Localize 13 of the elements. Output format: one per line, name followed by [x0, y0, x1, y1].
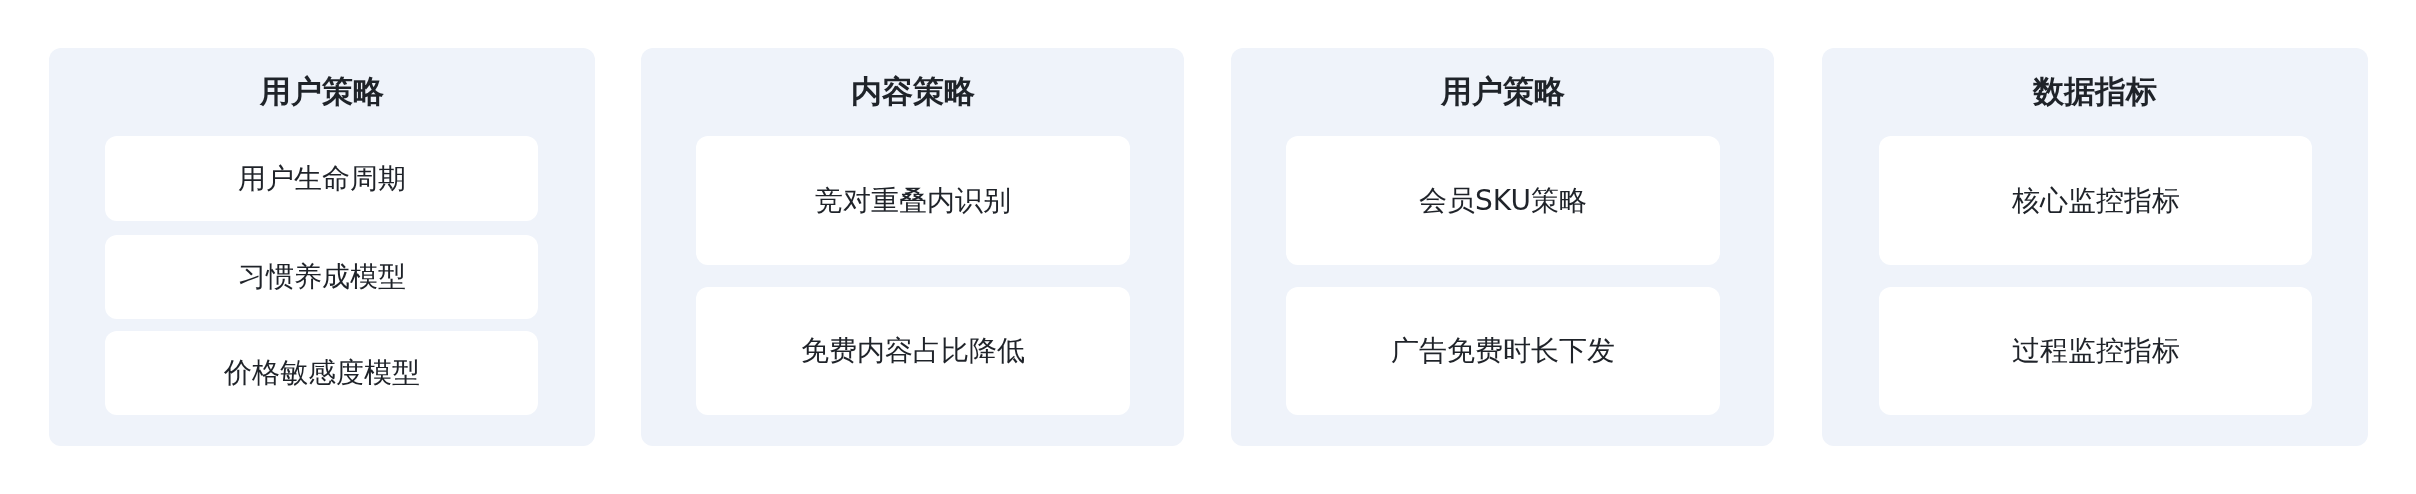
- panel-title: 用户策略: [1439, 72, 1566, 111]
- panel-title: 内容策略: [849, 72, 976, 111]
- item-box: 习惯养成模型: [105, 235, 538, 319]
- item-box: 核心监控指标: [1879, 136, 2312, 265]
- item-box: 会员SKU策略: [1286, 136, 1720, 265]
- panel-title: 数据指标: [2031, 72, 2158, 111]
- panel-title: 用户策略: [259, 72, 385, 111]
- item-box: 广告免费时长下发: [1286, 287, 1720, 415]
- item-box: 过程监控指标: [1879, 287, 2312, 415]
- item-box: 免费内容占比降低: [696, 287, 1130, 415]
- item-box: 竞对重叠内识别: [696, 136, 1130, 265]
- item-box: 用户生命周期: [105, 136, 538, 221]
- item-box: 价格敏感度模型: [105, 331, 538, 415]
